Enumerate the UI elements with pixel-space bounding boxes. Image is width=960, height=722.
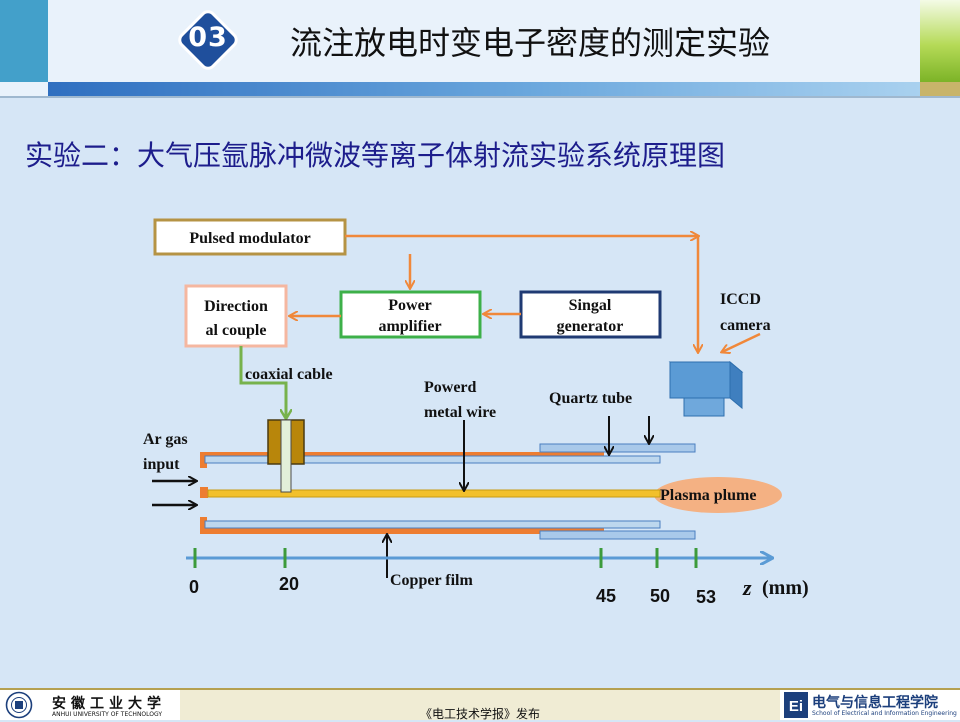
header-rule [48,82,920,96]
header-underline [0,96,960,98]
header-rule-end [920,82,960,96]
power-amplifier-box [339,290,482,339]
power-amplifier-label-2: amplifier [378,318,441,335]
outer-quartz-tube-bottom [539,530,696,540]
signal-generator-label-2: generator [557,318,624,335]
school-name-en: School of Electrical and Information Eng… [812,710,957,717]
coaxial-cable-line [239,346,286,418]
copper-film-bottom-end [200,517,207,534]
tick-label-0: 0 [189,577,199,597]
school-name-cn: 电气与信息工程学院 [812,695,938,711]
camera-lens [683,397,725,417]
slide-subtitle: 实验二：大气压氩脉冲微波等离子体射流实验系统原理图 [25,139,726,172]
directional-coupler-label-1: Direction [204,298,268,315]
pulsed-modulator-label: Pulsed modulator [189,230,310,247]
plasma-plume-shape [654,477,782,513]
school-logo-text: Ei [789,698,803,715]
camera-pointer-arrow [722,332,761,352]
copper-film-top-end [200,452,207,468]
tick-label-45: 45 [596,586,616,606]
copper-film-label: Copper film [390,572,473,589]
ar-gas-label-1: Ar gas [143,431,188,448]
outer-quartz-tube-top [539,443,696,453]
tick-label-50: 50 [650,586,670,606]
page-title: 流注放电时变电子密度的测定实验 [290,24,771,62]
quartz-tube-top [204,455,661,464]
coaxial-cable-label: coaxial cable [245,366,333,383]
university-name-cn: 安徽工业大学 [52,696,166,712]
university-seal-icon [5,691,33,719]
quartz-tube-bottom [204,520,661,529]
ar-gas-label-2: input [143,456,180,473]
signal-generator-label-1: Singal [569,297,612,314]
tick-label-20: 20 [279,574,299,594]
tick-label-53: 53 [696,587,716,607]
directional-coupler-box [184,284,288,348]
gas-inlet-plug [200,487,208,498]
section-badge-diamond [178,10,238,70]
power-amplifier-label-1: Power [388,297,432,314]
pulsed-modulator-box [153,218,347,256]
copper-film-bottom [200,527,604,534]
powered-metal-wire [207,489,661,498]
plasma-plume-label: Plasma plume [660,487,756,504]
axis-variable-label: z [742,575,752,600]
powered-wire-label-2: metal wire [424,404,496,421]
camera-side-face [729,360,743,410]
directional-coupler-label-2: al couple [206,322,267,339]
publisher-note: 《电工技术学报》发布 [419,707,540,721]
header-left-accent [0,0,48,82]
iccd-label-1: ICCD [720,291,761,308]
coaxial-inner-conductor [280,419,292,493]
footer-school-area [780,690,960,720]
quartz-tube-label: Quartz tube [549,390,632,407]
footer-rule [0,688,960,690]
header-bar [0,0,960,96]
footer-logo-area [0,690,180,720]
iccd-camera-body [669,361,731,399]
school-logo-icon: Ei [784,692,808,718]
axis-unit-label: (mm) [762,577,809,599]
iccd-label-2: camera [720,317,771,334]
section-number: 03 [188,22,228,53]
university-name-en: ANHUI UNIVERSITY OF TECHNOLOGY [52,711,163,718]
header-right-accent [920,0,960,82]
powered-wire-label-1: Powerd [424,379,477,396]
